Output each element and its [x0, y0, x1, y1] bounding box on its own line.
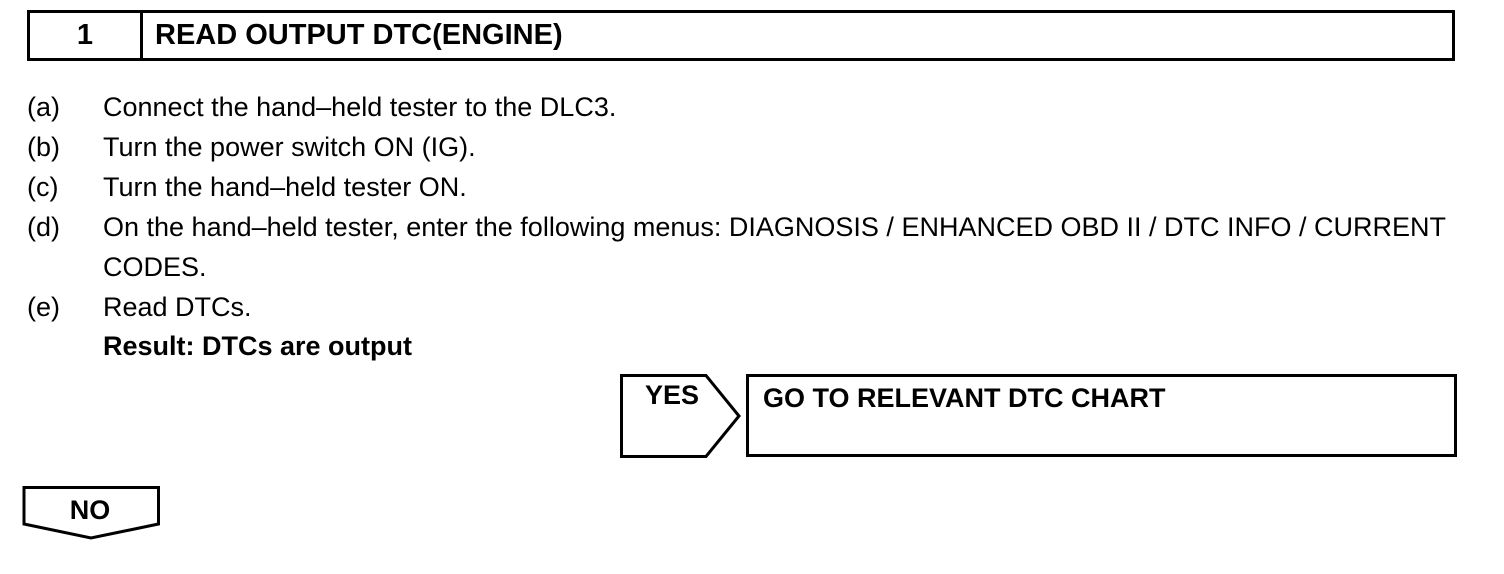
yes-action-box: GO TO RELEVANT DTC CHART: [746, 374, 1457, 457]
instruction-letter: (d): [27, 212, 60, 242]
instruction-item: (e) Read DTCs.: [27, 287, 1467, 327]
no-label: NO: [69, 495, 111, 525]
instruction-text: On the hand–held tester, enter the follo…: [103, 212, 1446, 282]
step-header: 1 READ OUTPUT DTC(ENGINE): [27, 10, 1455, 61]
instruction-item: (b) Turn the power switch ON (IG).: [27, 127, 1467, 167]
instruction-letter: (c): [27, 172, 59, 202]
instruction-letter: (b): [27, 132, 60, 162]
instruction-text: Connect the hand–held tester to the DLC3…: [103, 92, 617, 122]
no-arrow-shape: [22, 486, 160, 540]
yes-arrow-shape: [620, 374, 741, 458]
step-title: READ OUTPUT DTC(ENGINE): [155, 19, 563, 51]
instruction-text: Turn the hand–held tester ON.: [103, 172, 467, 202]
step-number: 1: [30, 13, 143, 58]
instruction-text: Read DTCs.: [103, 292, 252, 322]
instruction-item: (c) Turn the hand–held tester ON.: [27, 167, 1467, 207]
instruction-letter: (a): [27, 92, 60, 122]
yes-label: YES: [645, 380, 700, 410]
instruction-list: (a) Connect the hand–held tester to the …: [27, 87, 1467, 327]
yes-action-text: GO TO RELEVANT DTC CHART: [763, 383, 1166, 413]
instruction-text: Turn the power switch ON (IG).: [103, 132, 476, 162]
instruction-item: (a) Connect the hand–held tester to the …: [27, 87, 1467, 127]
instruction-item: (d) On the hand–held tester, enter the f…: [27, 207, 1467, 287]
result-text: Result: DTCs are output: [103, 331, 413, 361]
instruction-letter: (e): [27, 292, 60, 322]
